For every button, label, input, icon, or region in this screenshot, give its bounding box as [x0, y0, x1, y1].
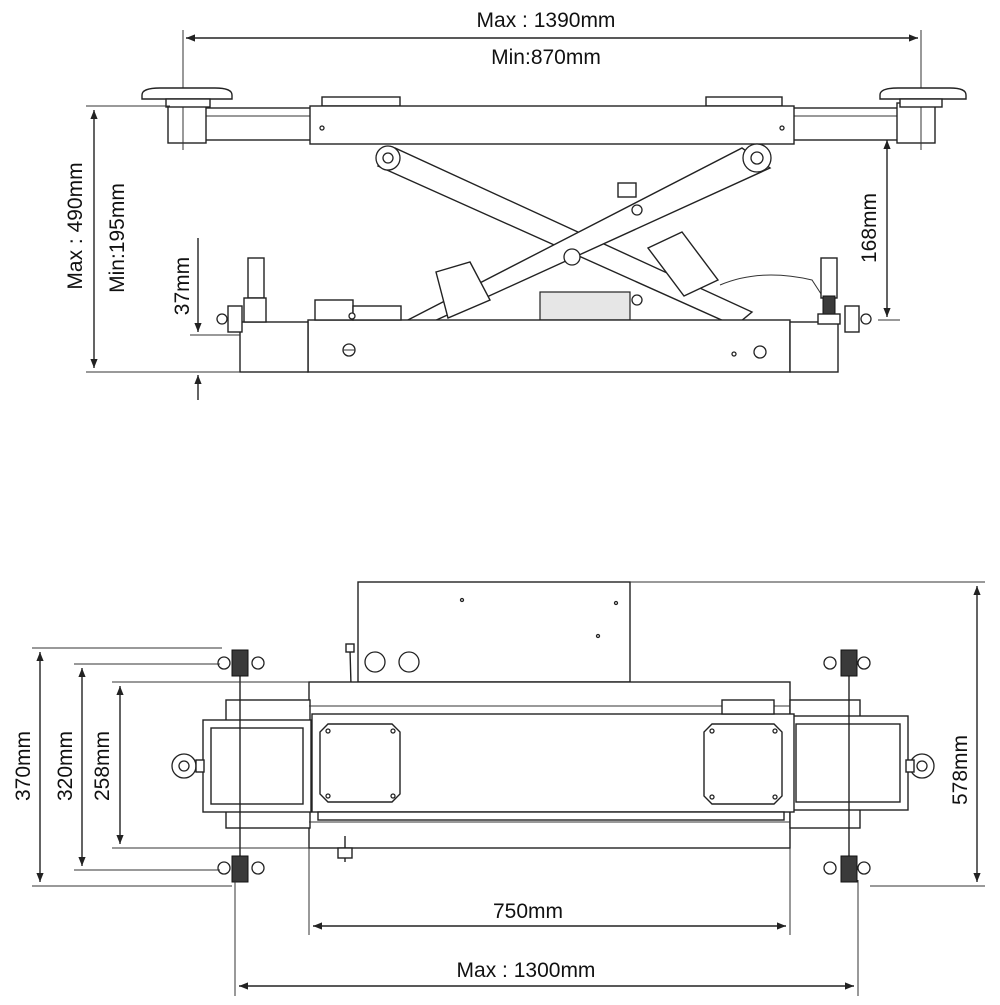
width-min-label: Min:870mm [491, 46, 601, 69]
overall-depth-label: 578mm [949, 735, 972, 805]
width-max-label: Max : 1390mm [477, 9, 616, 32]
side-view: Max : 1390mm Min:870mm [64, 9, 967, 400]
frame-length-label: 750mm [493, 900, 563, 923]
extension-beam-left [202, 719, 312, 813]
dimension-outer-width: 370mm [12, 647, 232, 887]
base-bracket-left [216, 257, 267, 333]
base-frame [239, 299, 839, 373]
dimension-overall-depth: 578mm [630, 581, 985, 887]
base-bracket-right [817, 257, 872, 333]
dimension-mid-width: 320mm [54, 663, 220, 871]
dimension-frame-length: 750mm [308, 848, 791, 935]
inner-width-label: 258mm [91, 731, 114, 801]
hydraulic-cylinder [435, 231, 826, 321]
lifting-pad-right [879, 87, 967, 108]
mid-width-label: 320mm [54, 731, 77, 801]
corner-bolts [217, 649, 871, 883]
height-max-label: Max : 490mm [64, 162, 87, 289]
height-min-label: Min:195mm [106, 183, 129, 293]
clearance-label: 37mm [171, 257, 194, 315]
center-plate [311, 699, 795, 862]
lifting-pad-left [141, 87, 233, 108]
dimension-height: Max : 490mm Min:195mm [64, 105, 240, 373]
dimension-width-max: Max : 1390mm Min:870mm [182, 9, 922, 150]
dimension-max-length: Max : 1300mm [234, 880, 859, 996]
scissor-arms [375, 143, 772, 327]
pump-box [345, 581, 631, 721]
outer-width-label: 370mm [12, 731, 35, 801]
dimension-pad-height: 168mm [858, 140, 900, 321]
max-length-label: Max : 1300mm [457, 959, 596, 982]
top-frame [309, 96, 795, 145]
end-knob-left [171, 753, 205, 779]
pad-height-label: 168mm [858, 193, 881, 263]
dimension-inner-width: 258mm [91, 681, 309, 849]
end-knob-right [905, 753, 935, 779]
top-view: 370mm 320mm 258mm 578mm 750m [12, 581, 985, 996]
dimension-clearance: 37mm [171, 238, 240, 400]
